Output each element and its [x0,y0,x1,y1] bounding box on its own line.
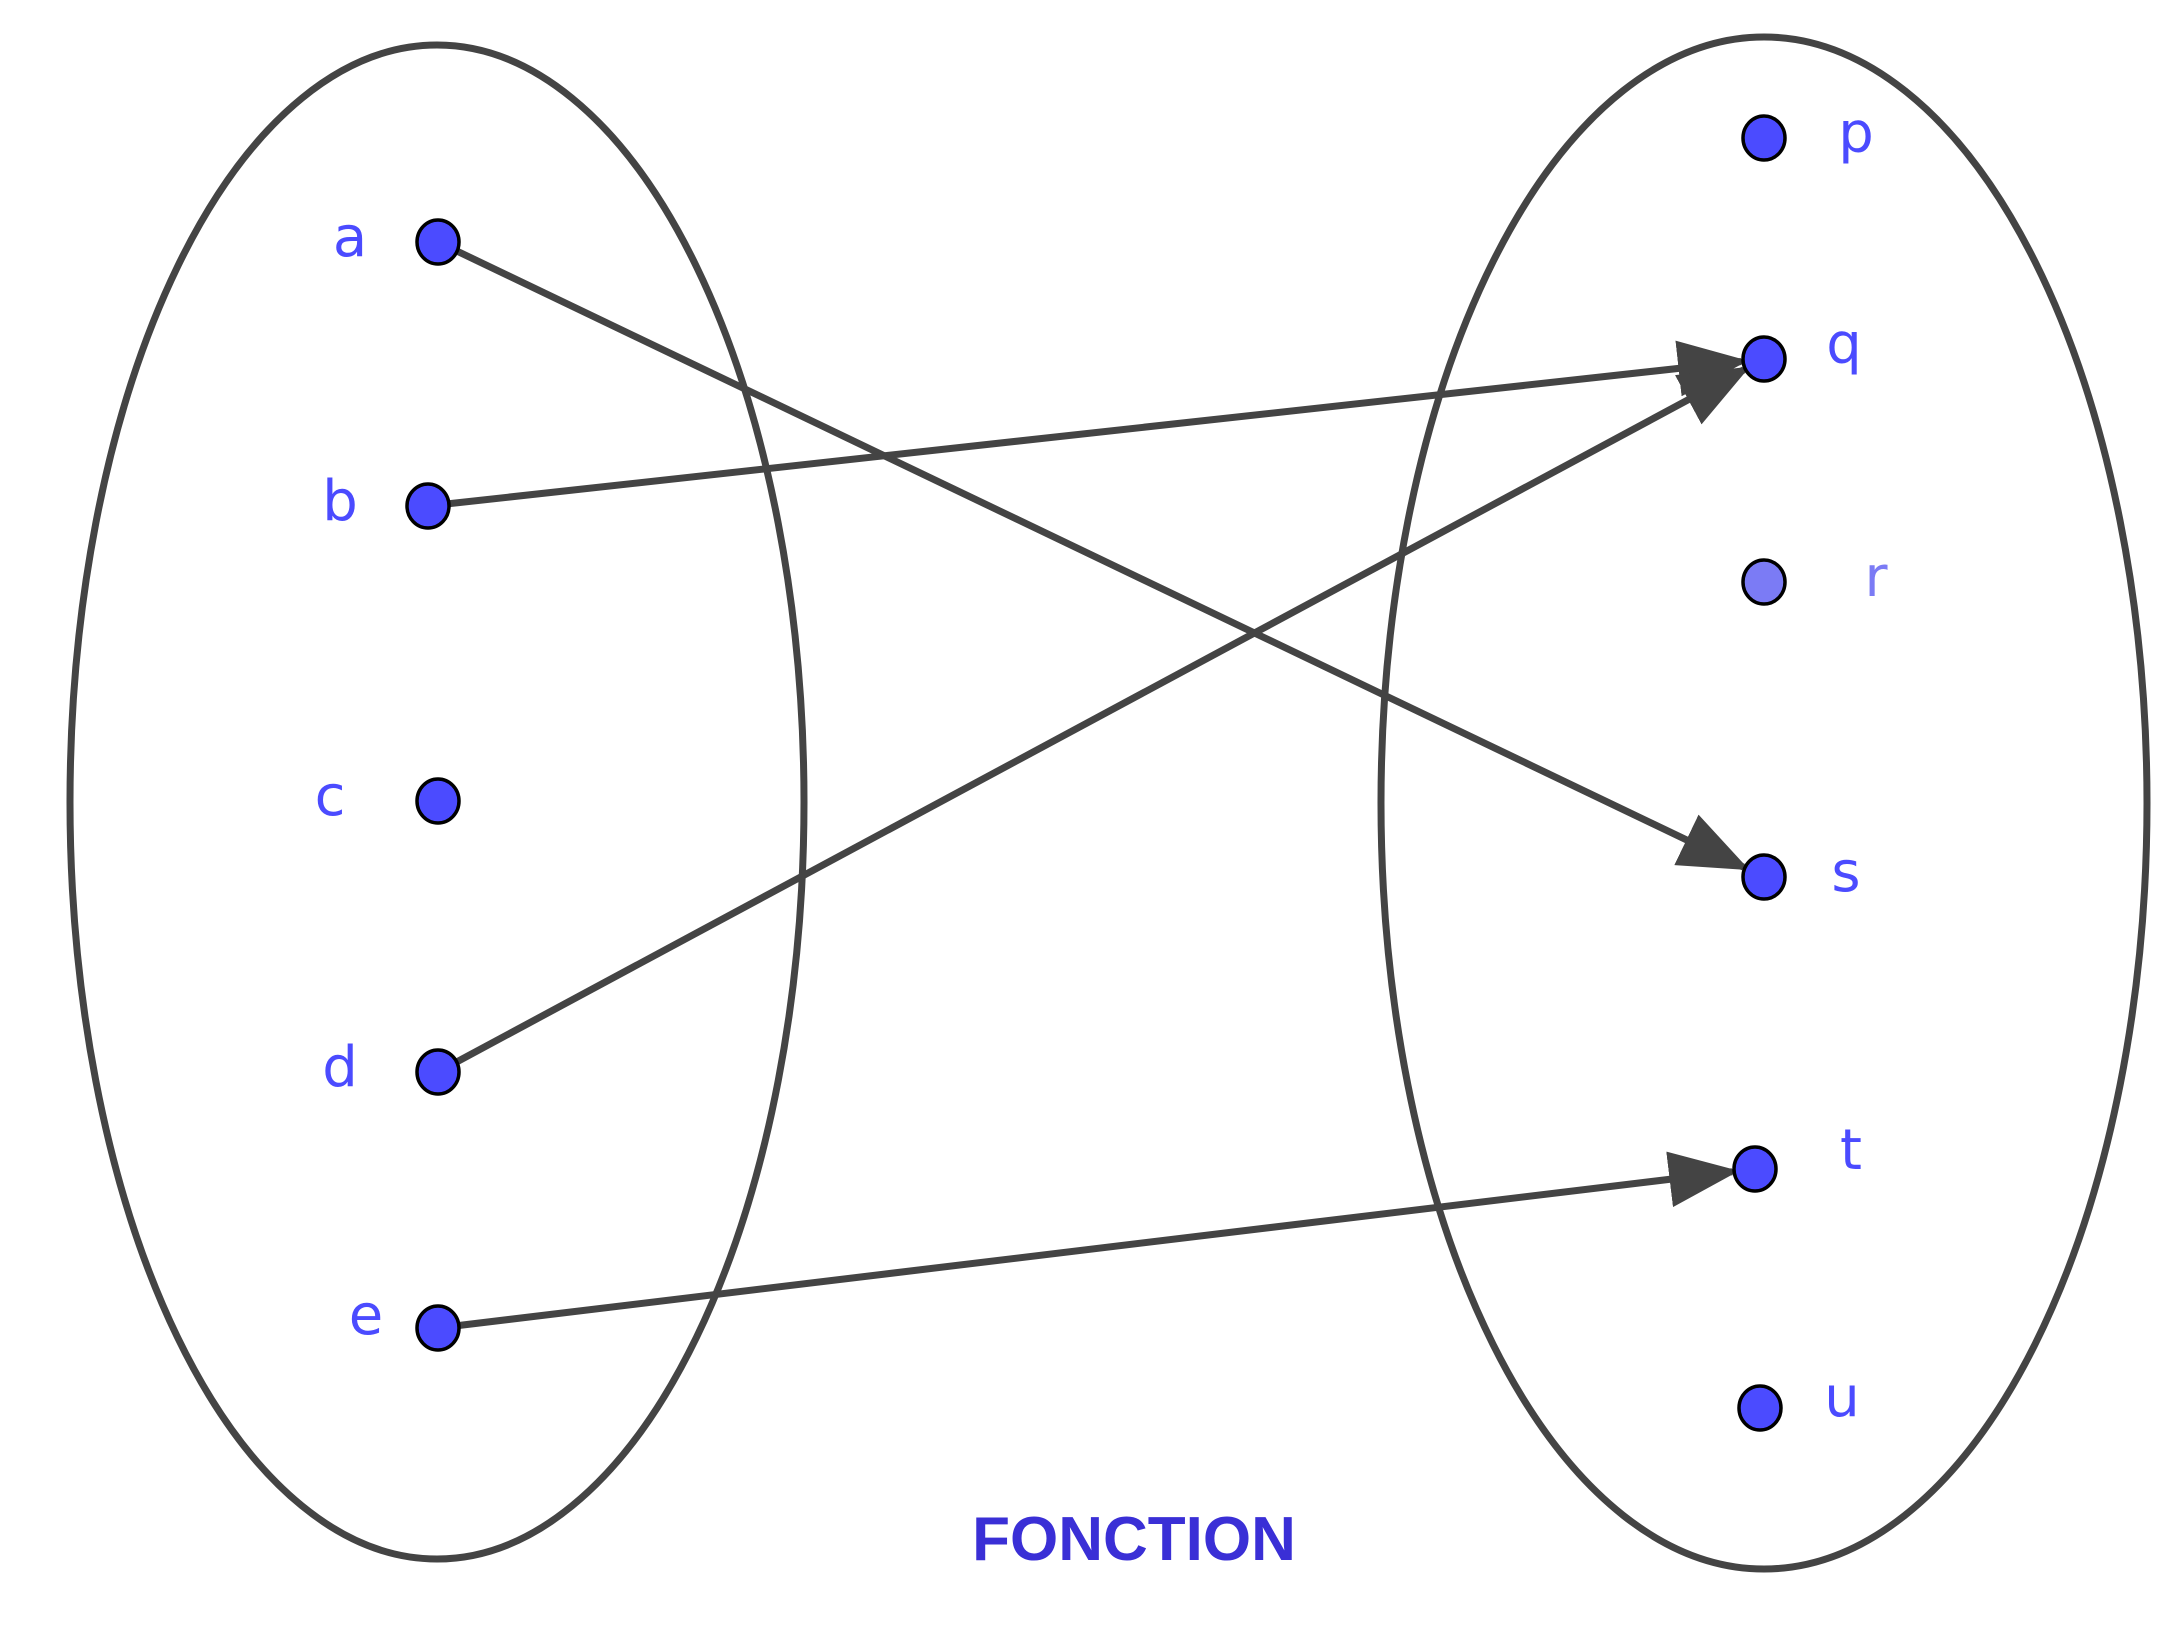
point-u[interactable] [1737,1384,1783,1432]
label-c: c [315,764,346,829]
domain-set-ellipse [66,41,808,1563]
label-a: a [333,205,367,270]
point-p[interactable] [1741,114,1787,162]
label-u: u [1824,1365,1860,1430]
arrow-d-to-q [436,366,1750,1076]
point-b[interactable] [405,482,451,530]
arrow-b-to-q [427,340,1749,510]
arrow-e-to-t [437,1151,1740,1332]
label-d: d [322,1035,358,1100]
label-p: p [1838,101,1874,166]
point-d[interactable] [415,1048,461,1096]
point-q[interactable] [1741,335,1787,383]
point-c[interactable] [415,777,461,825]
point-r[interactable] [1741,558,1787,606]
arrow-a-to-s [436,238,1750,871]
codomain-set-ellipse [1377,33,2151,1573]
point-a[interactable] [415,218,461,266]
point-s[interactable] [1741,853,1787,901]
label-q: q [1826,312,1862,377]
diagram-title: FONCTION [972,1505,1296,1574]
label-e: e [349,1283,383,1348]
point-e[interactable] [415,1304,461,1352]
label-t: t [1840,1118,1862,1183]
label-s: s [1831,840,1860,905]
set-points: a b c d e p q r s t u [315,101,1888,1432]
label-r: r [1864,545,1888,610]
mapping-arrows [427,238,1750,1332]
label-b: b [322,469,358,534]
point-t[interactable] [1732,1145,1778,1193]
